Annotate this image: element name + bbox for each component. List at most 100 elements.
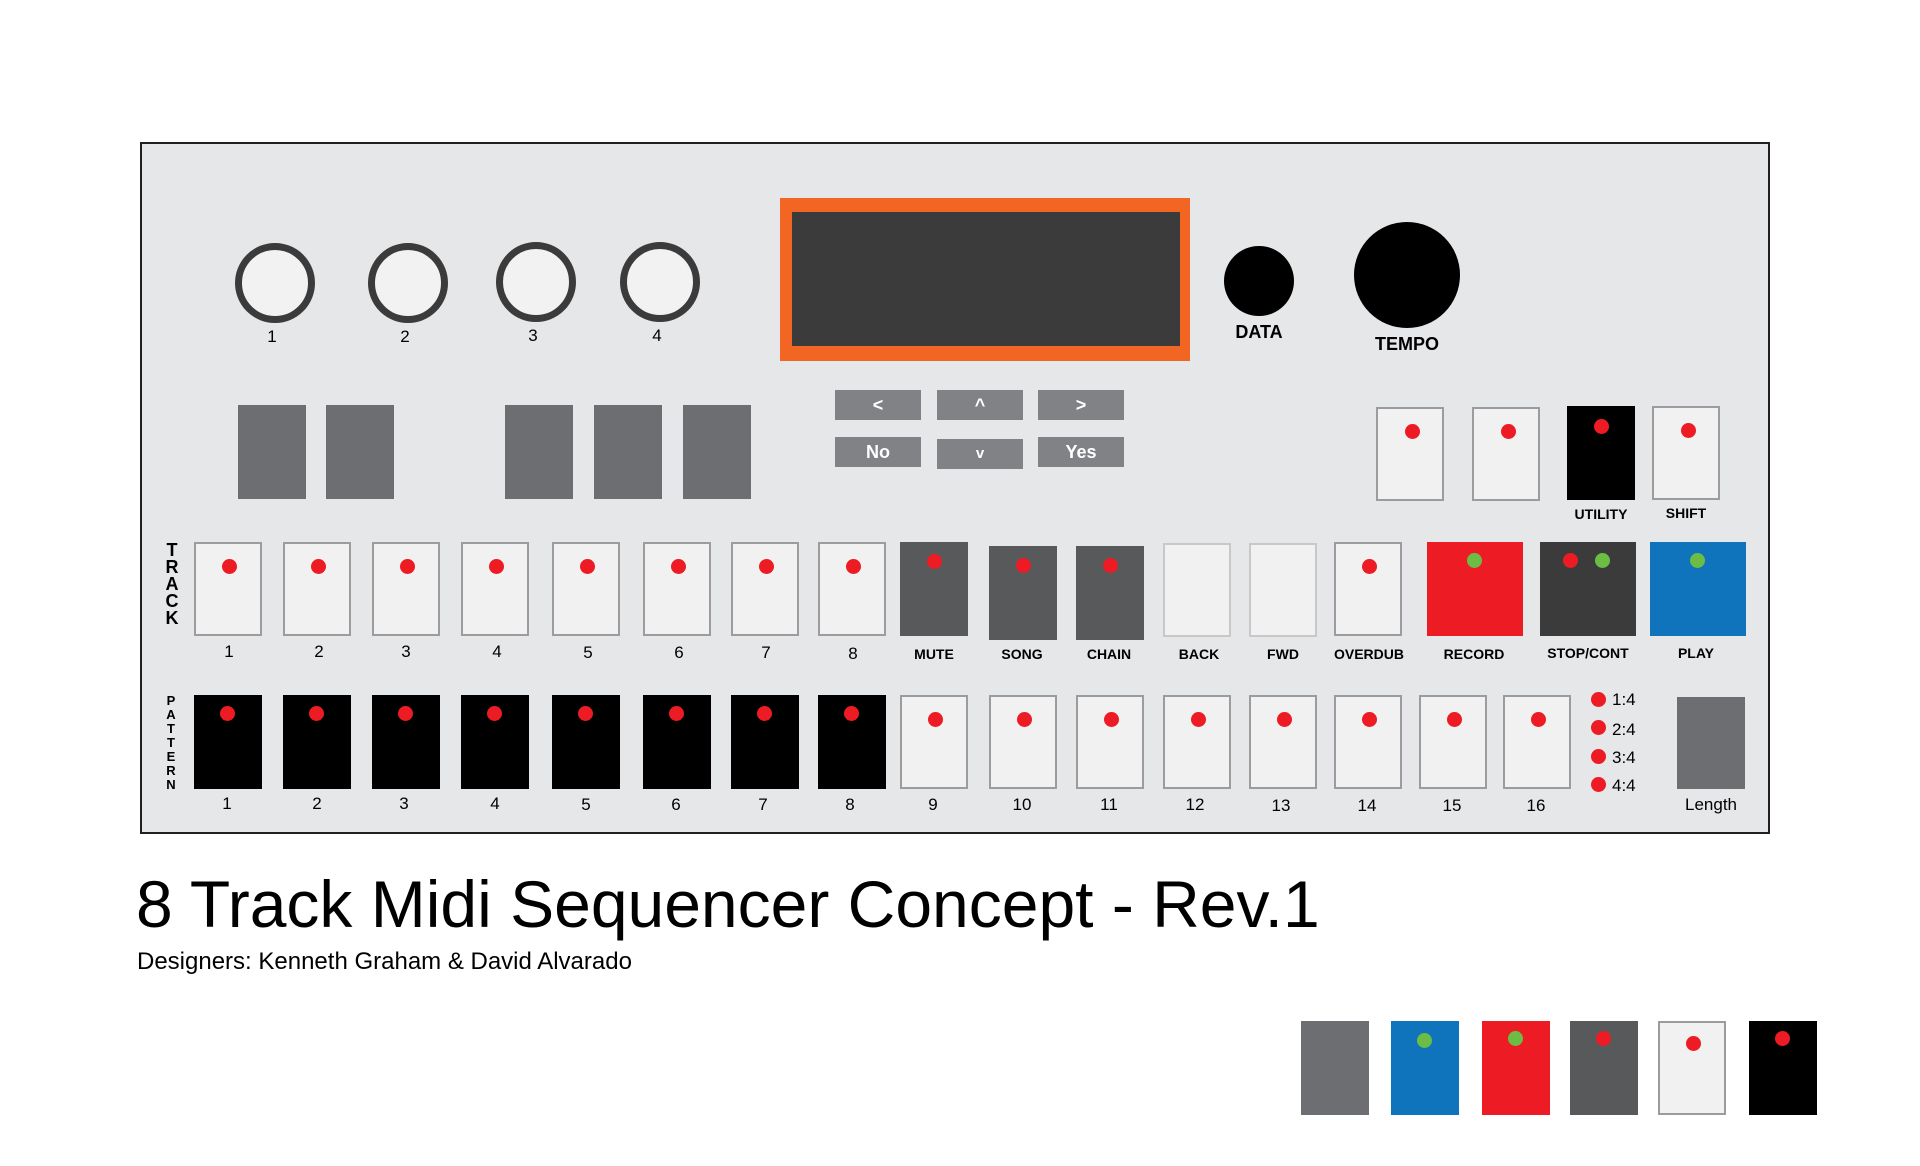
function-block-4[interactable] — [594, 405, 662, 499]
knob-1[interactable] — [235, 243, 315, 323]
yes-button[interactable]: Yes — [1038, 437, 1124, 467]
length-label: Length — [1685, 795, 1737, 814]
utility-button[interactable] — [1567, 406, 1635, 500]
pattern-pad-10[interactable] — [989, 695, 1057, 789]
function-block-1[interactable] — [238, 405, 306, 499]
tempo-label: TEMPO — [1374, 334, 1439, 354]
pattern-number-15: 15 — [1442, 796, 1462, 815]
pattern-number-7: 7 — [758, 795, 768, 814]
ratio-label-4: 4:4 — [1612, 776, 1636, 795]
ratio-led-1 — [1591, 692, 1606, 707]
led-red — [846, 559, 861, 574]
ratio-led-4 — [1591, 777, 1606, 792]
overdub-button[interactable] — [1334, 542, 1402, 636]
track-pad-4[interactable] — [461, 542, 529, 636]
led-red — [671, 559, 686, 574]
play-button[interactable] — [1650, 542, 1746, 636]
pattern-pad-4[interactable] — [461, 695, 529, 789]
swatch-blue — [1391, 1021, 1459, 1115]
track-number-8: 8 — [848, 644, 858, 663]
pattern-pad-3[interactable] — [372, 695, 440, 789]
utility-pad-2[interactable] — [1472, 407, 1540, 501]
pattern-number-16: 16 — [1526, 796, 1546, 815]
track-number-7: 7 — [761, 643, 771, 662]
pattern-pad-7[interactable] — [731, 695, 799, 789]
display-frame — [780, 198, 1190, 361]
knob-4[interactable] — [620, 242, 700, 322]
led-green — [1690, 553, 1705, 568]
track-side-label: T R A C K — [165, 540, 179, 628]
data-encoder[interactable] — [1224, 246, 1294, 316]
nav-left-button[interactable]: < — [835, 390, 921, 420]
record-label: RECORD — [1443, 646, 1505, 662]
pattern-pad-13[interactable] — [1249, 695, 1317, 789]
led-green — [1508, 1031, 1523, 1046]
pattern-pad-11[interactable] — [1076, 695, 1144, 789]
swatch-medium-gray — [1301, 1021, 1369, 1115]
pattern-pad-1[interactable] — [194, 695, 262, 789]
shift-button[interactable] — [1652, 406, 1720, 500]
knob-2[interactable] — [368, 243, 448, 323]
led-red — [1447, 712, 1462, 727]
mute-button[interactable] — [900, 542, 968, 636]
back-button[interactable] — [1163, 543, 1231, 637]
fwd-button[interactable] — [1249, 543, 1317, 637]
track-pad-1[interactable] — [194, 542, 262, 636]
led-red — [580, 559, 595, 574]
knob-1-label: 1 — [267, 327, 277, 346]
nav-up-button[interactable]: ^ — [937, 390, 1023, 420]
pattern-pad-9[interactable] — [900, 695, 968, 789]
chain-button[interactable] — [1076, 546, 1144, 640]
pattern-number-2: 2 — [312, 794, 322, 813]
function-block-5[interactable] — [683, 405, 751, 499]
tempo-encoder[interactable] — [1354, 222, 1460, 328]
track-pad-6[interactable] — [643, 542, 711, 636]
pattern-pad-14[interactable] — [1334, 695, 1402, 789]
led-red — [1362, 712, 1377, 727]
pattern-pad-5[interactable] — [552, 695, 620, 789]
swatch-red — [1482, 1021, 1550, 1115]
function-block-2[interactable] — [326, 405, 394, 499]
led-red — [1563, 553, 1578, 568]
pattern-number-10: 10 — [1012, 795, 1032, 814]
track-pad-3[interactable] — [372, 542, 440, 636]
track-pad-2[interactable] — [283, 542, 351, 636]
stop-cont-button[interactable] — [1540, 542, 1636, 636]
pattern-pad-6[interactable] — [643, 695, 711, 789]
nav-right-button[interactable]: > — [1038, 390, 1124, 420]
led-red — [1191, 712, 1206, 727]
pattern-pad-15[interactable] — [1419, 695, 1487, 789]
record-button[interactable] — [1427, 542, 1523, 636]
track-pad-7[interactable] — [731, 542, 799, 636]
song-button[interactable] — [989, 546, 1057, 640]
no-button[interactable]: No — [835, 437, 921, 467]
pattern-number-5: 5 — [581, 795, 591, 814]
pattern-pad-8[interactable] — [818, 695, 886, 789]
nav-down-button[interactable]: v — [937, 439, 1023, 469]
track-pad-5[interactable] — [552, 542, 620, 636]
page-title: 8 Track Midi Sequencer Concept - Rev.1 — [136, 867, 1320, 941]
utility-label: UTILITY — [1574, 506, 1628, 522]
chain-label: CHAIN — [1086, 646, 1132, 662]
ratio-label-2: 2:4 — [1612, 720, 1636, 739]
led-red — [309, 706, 324, 721]
display-screen — [792, 212, 1180, 346]
pattern-pad-12[interactable] — [1163, 695, 1231, 789]
knob-3-label: 3 — [528, 326, 538, 345]
play-label: PLAY — [1677, 645, 1715, 661]
led-red — [928, 712, 943, 727]
pattern-number-6: 6 — [671, 795, 681, 814]
led-red — [844, 706, 859, 721]
track-number-6: 6 — [674, 643, 684, 662]
function-block-3[interactable] — [505, 405, 573, 499]
led-green — [1595, 553, 1610, 568]
led-red — [759, 559, 774, 574]
track-pad-8[interactable] — [818, 542, 886, 636]
length-button[interactable] — [1677, 697, 1745, 789]
led-red — [311, 559, 326, 574]
led-red — [489, 559, 504, 574]
knob-3[interactable] — [496, 242, 576, 322]
pattern-pad-2[interactable] — [283, 695, 351, 789]
utility-pad-1[interactable] — [1376, 407, 1444, 501]
pattern-pad-16[interactable] — [1503, 695, 1571, 789]
